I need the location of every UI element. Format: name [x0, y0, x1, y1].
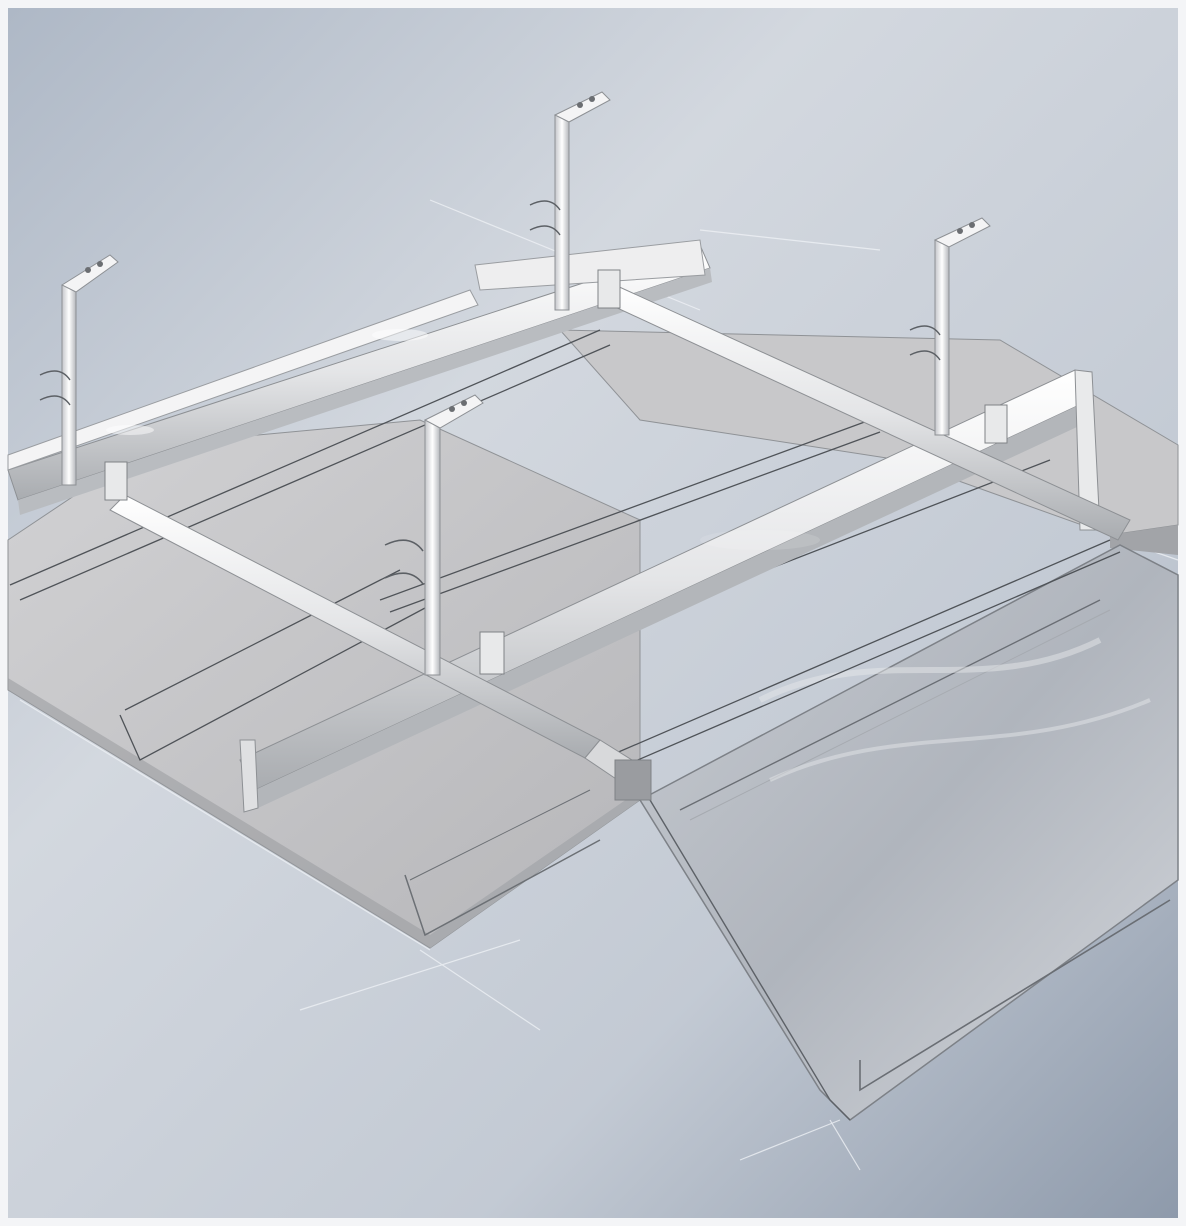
hanger-front — [384, 394, 484, 676]
hanger-left — [39, 254, 119, 486]
clip-1 — [104, 461, 128, 501]
clip-3 — [479, 631, 505, 675]
clip-4 — [984, 404, 1008, 444]
clip-2 — [597, 269, 621, 309]
bearer-rail-upper — [7, 289, 479, 471]
ceiling-panel-hinged-open — [638, 544, 1179, 1121]
connector-clips — [104, 269, 1008, 801]
ceiling-panel-installed — [7, 419, 641, 949]
hanger-back — [529, 91, 611, 311]
hanger-right — [909, 217, 991, 436]
main-runner-back — [7, 239, 712, 515]
clip-5 — [614, 759, 652, 801]
highlights — [106, 329, 820, 550]
